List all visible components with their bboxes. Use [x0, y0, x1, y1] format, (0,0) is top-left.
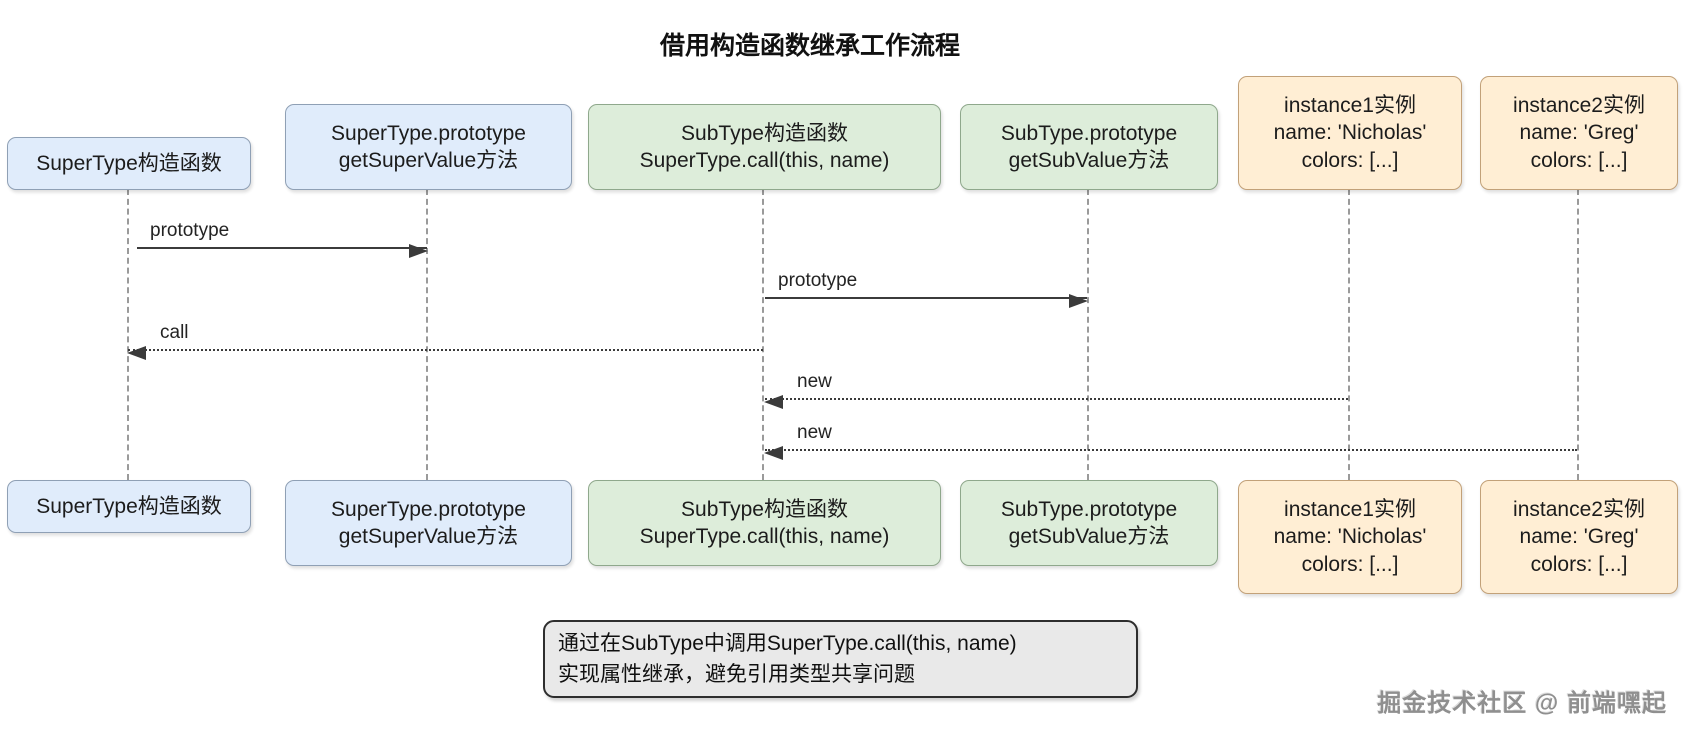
message-call: call	[127, 319, 763, 360]
participant-subtype-prototype-top: SubType.prototype getSubValue方法	[960, 104, 1218, 190]
participant-subtype-bottom: SubType构造函数 SuperType.call(this, name)	[588, 480, 941, 566]
note-box: 通过在SubType中调用SuperType.call(this, name) …	[543, 620, 1138, 698]
arrow-line	[765, 297, 1087, 299]
watermark: 掘金技术社区 @ 前端嘿起	[1377, 690, 1667, 717]
message-label: prototype	[150, 220, 230, 241]
participant-instance1-bottom: instance1实例 name: 'Nicholas' colors: [..…	[1238, 480, 1462, 594]
message-new-instance1: new	[764, 368, 1348, 409]
lifeline-supertype-prototype	[426, 189, 428, 480]
arrow-line	[128, 349, 763, 351]
arrow-line	[137, 247, 427, 249]
participant-label: SuperType.prototype	[331, 497, 526, 521]
lifeline-subtype-prototype	[1087, 189, 1089, 480]
participant-label: SuperType.call(this, name)	[639, 149, 890, 172]
participant-instance2-bottom: instance2实例 name: 'Greg' colors: [...]	[1480, 480, 1678, 594]
participant-label: SubType.prototype	[1000, 497, 1178, 521]
participant-label: name: 'Greg'	[1519, 525, 1639, 549]
message-label: prototype	[778, 270, 858, 291]
participant-subtype-top: SubType构造函数 SuperType.call(this, name)	[588, 104, 941, 190]
lifeline-instance1	[1348, 189, 1350, 480]
participant-label: SuperType.call(this, name)	[639, 525, 890, 548]
participant-supertype-prototype-top: SuperType.prototype getSuperValue方法	[285, 104, 572, 190]
note-line: 实现属性继承，避免引用类型共享问题	[558, 663, 915, 686]
participant-label: SubType构造函数	[681, 121, 848, 145]
participant-label: colors: [...]	[1530, 552, 1628, 576]
diagram-title: 借用构造函数继承工作流程	[659, 32, 961, 60]
participant-label: SubType.prototype	[1000, 121, 1178, 145]
arrowhead-right-icon	[409, 243, 428, 258]
arrow-line	[765, 398, 1348, 400]
message-label: call	[160, 322, 189, 343]
participant-label: instance1实例	[1284, 93, 1416, 117]
arrowhead-left-icon	[764, 445, 783, 460]
participant-label: SuperType构造函数	[36, 494, 222, 518]
participant-label: colors: [...]	[1530, 148, 1628, 172]
participant-label: name: 'Greg'	[1519, 121, 1639, 145]
participant-supertype-bottom: SuperType构造函数	[7, 480, 251, 533]
lifeline-instance2	[1577, 189, 1579, 480]
participant-supertype-top: SuperType构造函数	[7, 137, 251, 190]
participant-label: SubType构造函数	[681, 497, 848, 521]
participant-label: getSubValue方法	[1008, 149, 1170, 172]
message-new-instance2: new	[764, 419, 1577, 460]
participant-label: colors: [...]	[1301, 148, 1399, 172]
participant-label: getSuperValue方法	[338, 525, 519, 548]
lifeline-subtype	[762, 189, 764, 480]
arrowhead-right-icon	[1069, 293, 1088, 308]
message-prototype-sub: prototype	[765, 267, 1088, 308]
message-label: new	[797, 371, 832, 392]
participant-instance1-top: instance1实例 name: 'Nicholas' colors: [..…	[1238, 76, 1462, 190]
arrowhead-left-icon	[764, 394, 783, 409]
message-label: new	[797, 422, 832, 443]
participant-label: instance1实例	[1284, 497, 1416, 521]
participant-instance2-top: instance2实例 name: 'Greg' colors: [...]	[1480, 76, 1678, 190]
participant-label: colors: [...]	[1301, 552, 1399, 576]
participant-label: name: 'Nicholas'	[1273, 121, 1427, 145]
participant-subtype-prototype-bottom: SubType.prototype getSubValue方法	[960, 480, 1218, 566]
participant-supertype-prototype-bottom: SuperType.prototype getSuperValue方法	[285, 480, 572, 566]
arrowhead-left-icon	[127, 345, 146, 360]
participant-label: getSubValue方法	[1008, 525, 1170, 548]
arrow-line	[765, 449, 1577, 451]
participant-label: instance2实例	[1513, 497, 1645, 521]
participant-label: name: 'Nicholas'	[1273, 525, 1427, 549]
participant-label: SuperType构造函数	[36, 151, 222, 175]
message-prototype-super: prototype	[137, 217, 428, 258]
participant-label: SuperType.prototype	[331, 121, 526, 145]
lifeline-supertype	[127, 189, 129, 480]
participant-label: instance2实例	[1513, 93, 1645, 117]
participant-label: getSuperValue方法	[338, 149, 519, 172]
note-line: 通过在SubType中调用SuperType.call(this, name)	[558, 632, 1017, 655]
